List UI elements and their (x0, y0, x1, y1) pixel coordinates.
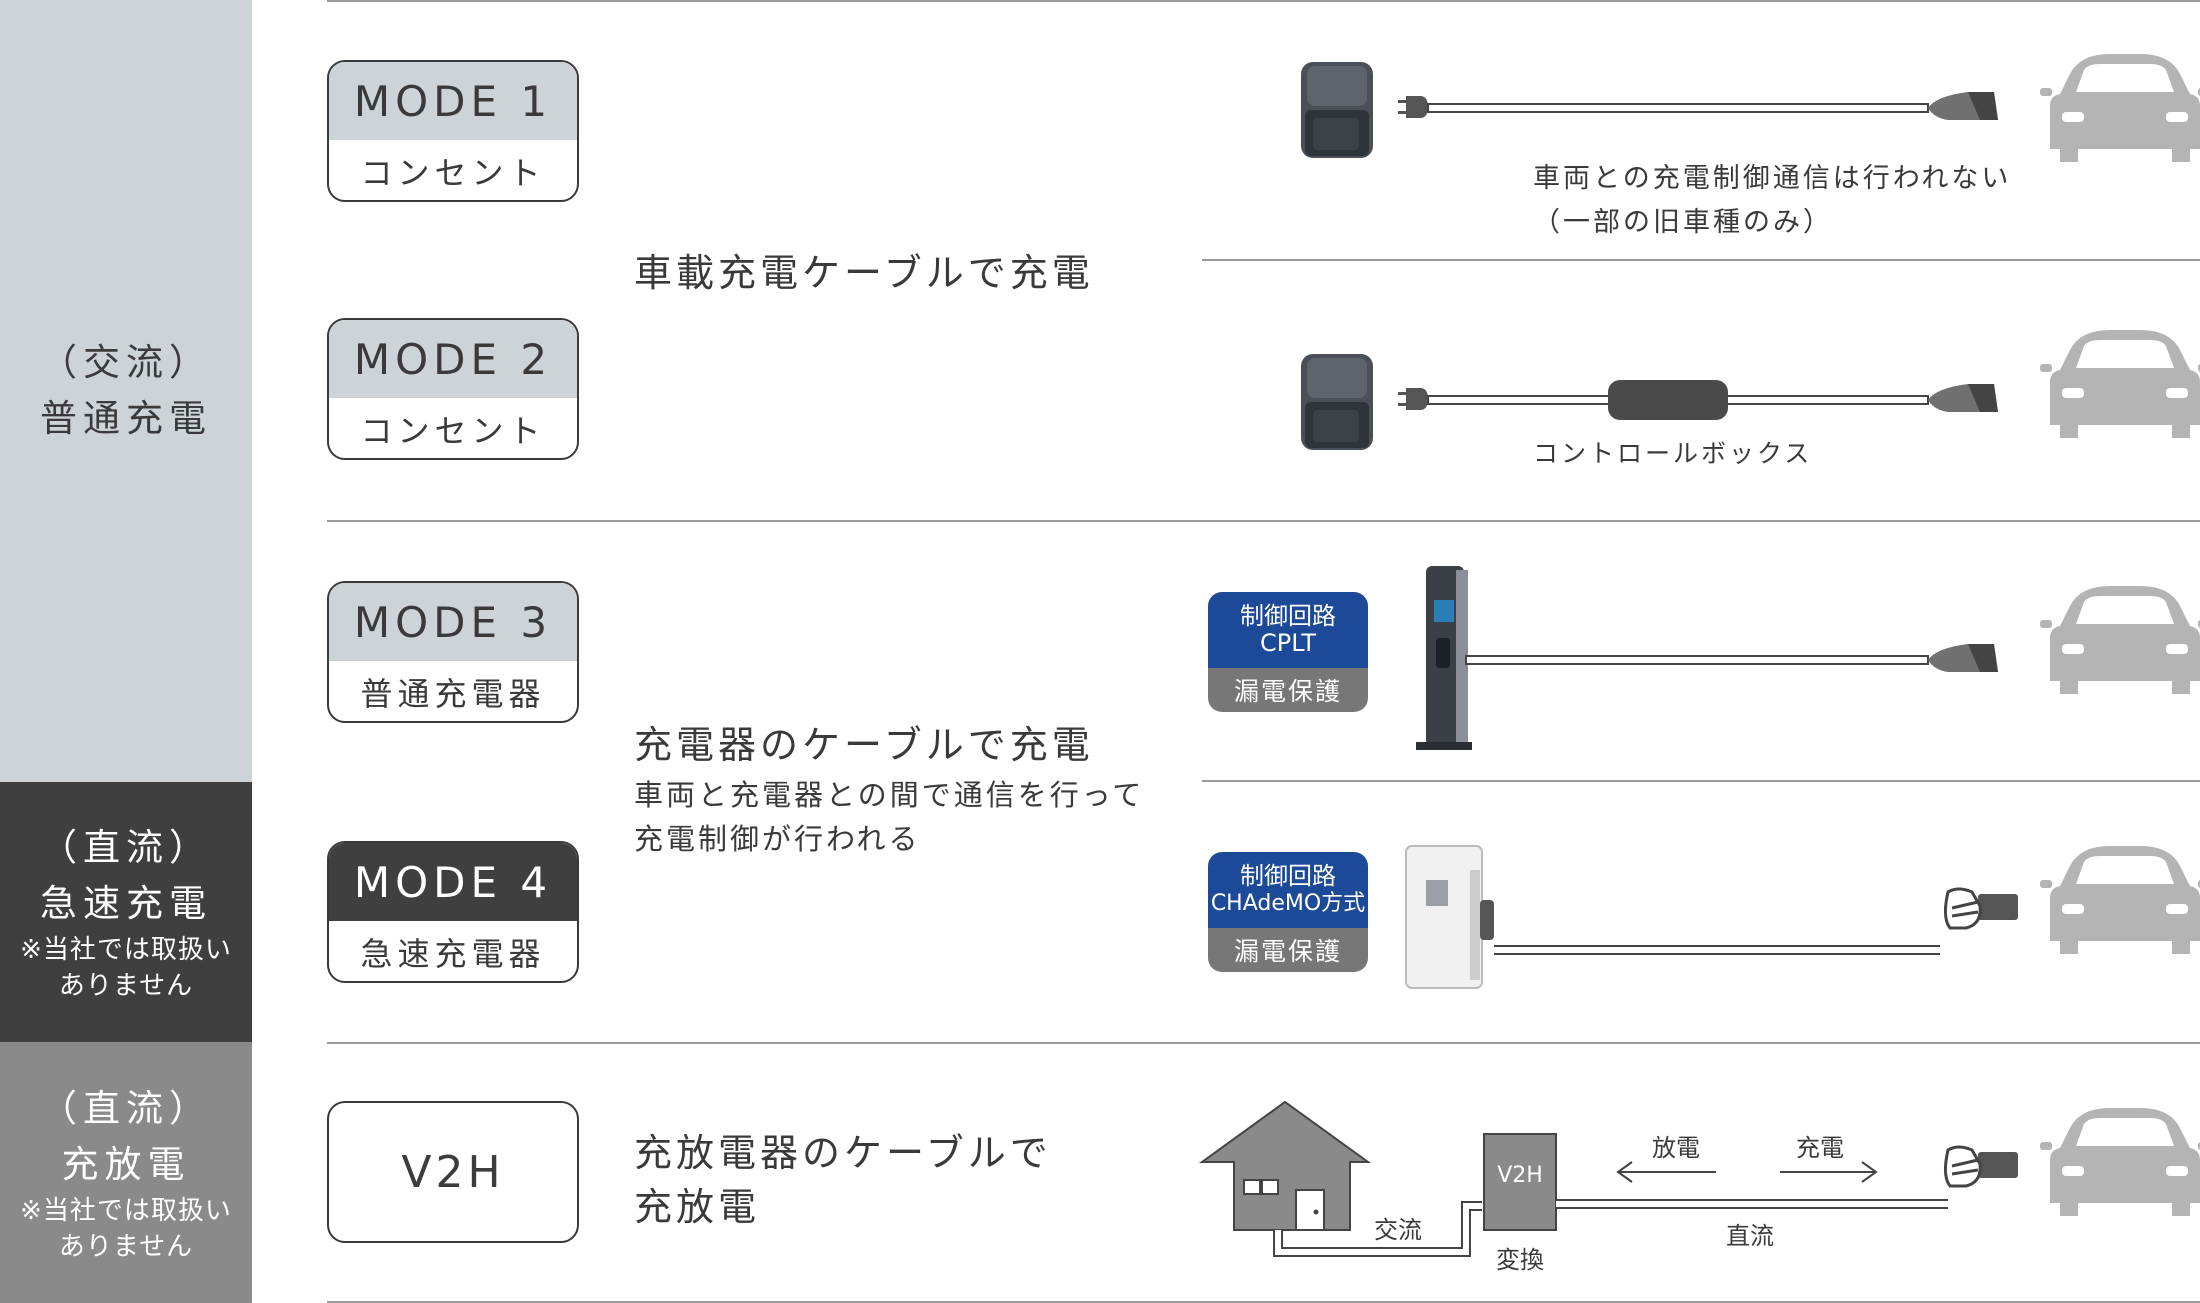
mode1-note: （一部の旧車種のみ） (1533, 207, 1833, 238)
plug-icon (1398, 388, 1428, 410)
badge-line: 制御回路 (1240, 602, 1336, 630)
category-note-line: ありません (58, 971, 194, 1001)
dc-label: 直流 (1726, 1222, 1774, 1250)
mode-type: 普通充電器 (360, 675, 546, 713)
category-dc-charge-discharge: （直流） 充放電 ※当社では取扱い ありません (0, 1042, 252, 1303)
category-note-line: ※当社では取扱い (20, 1195, 232, 1226)
section-divider (327, 0, 2200, 2)
v2h-unit-label: V2H (1497, 1163, 1543, 1188)
quick-charger-icon (1405, 845, 1494, 989)
car-icon (2040, 846, 2200, 954)
category-title-line: 急速充電 (40, 882, 212, 925)
category-title-line: （交流） (40, 341, 212, 384)
control-box-label: コントロールボックス (1533, 439, 1813, 468)
category-note-line: ※当社では取扱い (20, 935, 232, 965)
mode-type: コンセント (360, 154, 546, 192)
charge-label: 充電 (1796, 1134, 1844, 1162)
badge-bottom: 漏電保護 (1208, 928, 1368, 972)
charger-cable-subtext: 充電制御が行われる (634, 822, 921, 856)
ac-connector-icon (1928, 92, 1998, 120)
badge-line: CHAdeMO方式 (1210, 891, 1366, 916)
charger-cable-subtext: 車両と充電器との間で通信を行って (634, 778, 1145, 812)
badge-bottom: 漏電保護 (1208, 668, 1368, 712)
wall-outlet-icon (1301, 62, 1373, 158)
wall-outlet-icon (1301, 354, 1373, 450)
section-divider (327, 1301, 2200, 1303)
cable-line (1465, 655, 1929, 665)
charge-arrow (1780, 1161, 1878, 1183)
category-dc-quick-charging: （直流） 急速充電 ※当社では取扱い ありません (0, 782, 252, 1042)
ac-label: 交流 (1374, 1216, 1422, 1244)
category-ac-normal-charging: （交流） 普通充電 (0, 0, 252, 782)
mode-name: MODE 1 (329, 62, 577, 140)
car-icon (2040, 54, 2200, 162)
cable-line (1427, 103, 1929, 113)
category-title-line: 普通充電 (40, 397, 212, 440)
house-icon (1198, 1100, 1372, 1231)
dc-connector-icon (1943, 1145, 2020, 1188)
row-divider (1202, 780, 2200, 782)
v2h-box: V2H (327, 1101, 579, 1243)
mode-1-box: MODE 1 コンセント (327, 60, 579, 202)
v2h-heading: 充放電 (634, 1185, 761, 1229)
mode-name: MODE 4 (329, 843, 577, 921)
mode1-note: 車両との充電制御通信は行われない (1533, 163, 2012, 194)
car-icon (2040, 330, 2200, 438)
normal-charger-icon (1416, 566, 1472, 750)
vehicle-cable-heading: 車載充電ケーブルで充電 (634, 251, 1094, 295)
plug-icon (1398, 96, 1428, 118)
discharge-arrow (1616, 1161, 1716, 1183)
section-divider (327, 520, 2200, 522)
mode-name: MODE 3 (329, 583, 577, 661)
control-box-icon (1608, 380, 1728, 420)
ac-connector-icon (1928, 644, 1998, 672)
row-divider (1202, 259, 2200, 261)
mode-type: コンセント (360, 412, 546, 450)
section-divider (327, 1042, 2200, 1044)
mode-2-box: MODE 2 コンセント (327, 318, 579, 460)
category-title-line: 充放電 (61, 1142, 191, 1186)
mode-3-box: MODE 3 普通充電器 (327, 581, 579, 723)
car-icon (2040, 1108, 2200, 1216)
dc-connector-icon (1943, 887, 2020, 930)
v2h-unit-icon (1483, 1133, 1557, 1231)
category-note-line: ありません (58, 1231, 194, 1262)
mode-4-box: MODE 4 急速充電器 (327, 841, 579, 983)
convert-label: 変換 (1496, 1246, 1544, 1274)
charger-cable-heading: 充電器のケーブルで充電 (634, 723, 1094, 767)
discharge-label: 放電 (1652, 1134, 1700, 1162)
category-title-line: （直流） (40, 826, 212, 869)
badge-line: CPLT (1260, 629, 1316, 657)
category-title-line: （直流） (40, 1086, 212, 1130)
badge-line: 制御回路 (1240, 862, 1336, 890)
v2h-heading: 充放電器のケーブルで (634, 1131, 1052, 1175)
car-icon (2040, 586, 2200, 694)
mode-name: MODE 2 (329, 320, 577, 398)
mode-type: 急速充電器 (360, 935, 546, 973)
ac-connector-icon (1928, 384, 1998, 412)
